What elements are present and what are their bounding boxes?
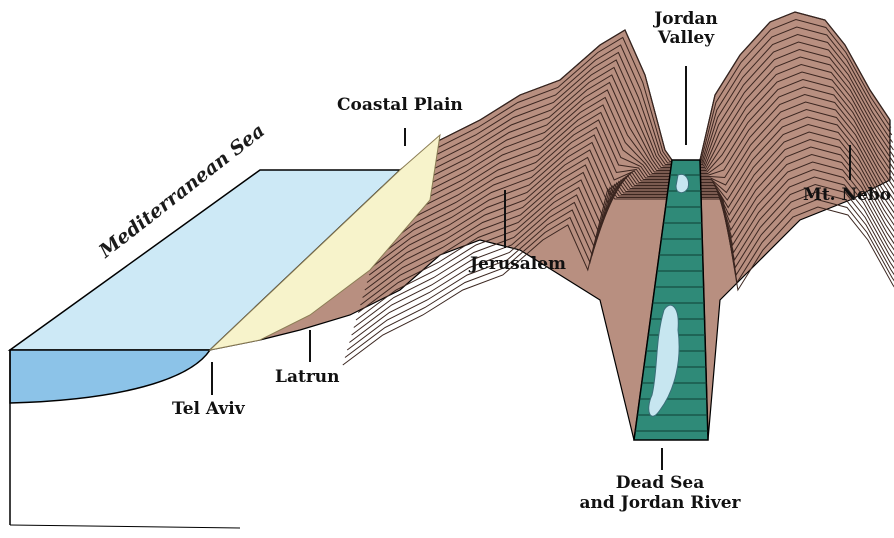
base-line [10, 525, 240, 528]
jerusalem-label: Jerusalem [470, 255, 566, 274]
dead-sea-label-line2: and Jordan River [560, 494, 760, 513]
coastal-plain-label: Coastal Plain [337, 96, 463, 115]
jordan-valley-label-line1: Jordan [650, 10, 722, 29]
latrun-label: Latrun [275, 368, 340, 387]
mt-nebo-label: Mt. Nebo [803, 186, 891, 205]
tel-aviv-label: Tel Aviv [172, 400, 245, 419]
dead-sea-label-line1: Dead Sea [560, 474, 760, 493]
sea-of-galilee-water [676, 174, 689, 192]
sea-front-face [10, 350, 210, 403]
jordan-valley-label-line2: Valley [650, 29, 722, 48]
